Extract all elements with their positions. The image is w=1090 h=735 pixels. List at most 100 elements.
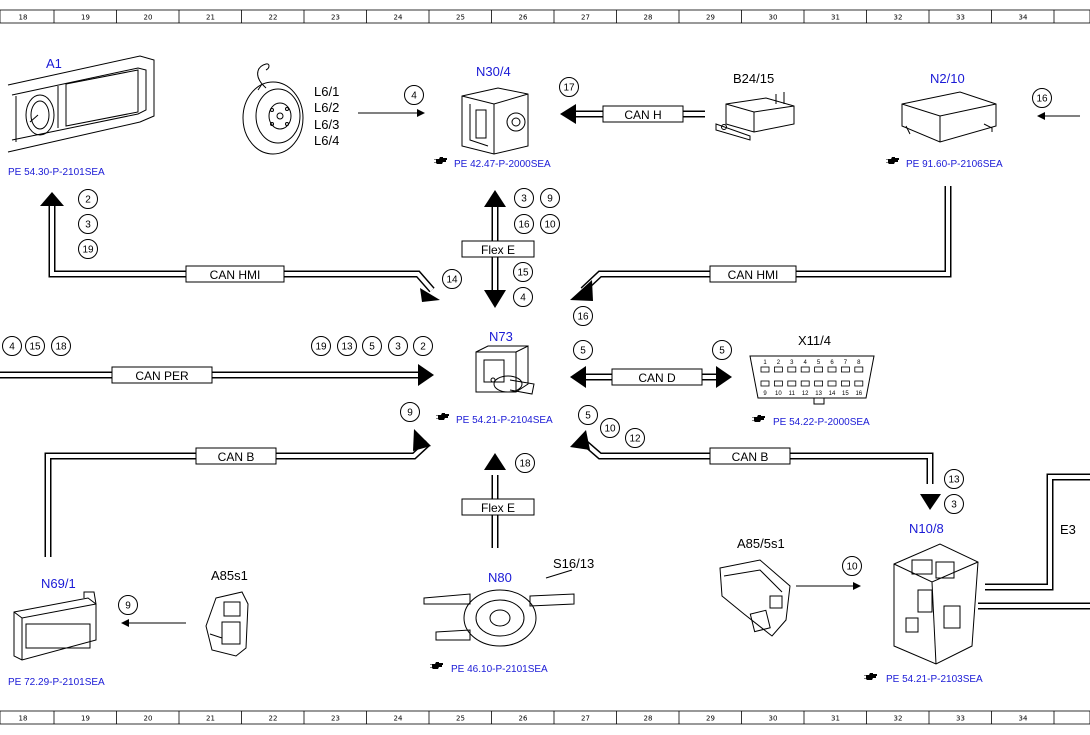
reference-number-circle: 4 — [2, 336, 22, 356]
bus-label-can-b-right: CAN B — [732, 450, 769, 464]
bus-label-can-d: CAN D — [638, 371, 676, 385]
bus-label-flex-e-bottom: Flex E — [481, 501, 515, 515]
svg-text:16: 16 — [1036, 94, 1048, 105]
label-a85s1: A85s1 — [211, 568, 248, 583]
hand-pointer-icon — [886, 157, 899, 164]
bus-label-can-hmi-left: CAN HMI — [210, 268, 261, 282]
svg-text:4: 4 — [411, 91, 417, 102]
obd-pin — [814, 366, 823, 373]
ruler-number: 33 — [956, 715, 965, 723]
label-n80: N80 — [488, 570, 512, 585]
ruler-number: 33 — [956, 14, 965, 22]
obd-pin — [827, 380, 837, 387]
reference-number-circle: 4 — [404, 85, 424, 105]
ruler-number: 21 — [206, 715, 215, 723]
n73-ignition-switch-drawing — [475, 345, 535, 395]
reference-number-circle: 5 — [712, 340, 732, 360]
ruler-number: 31 — [831, 715, 840, 723]
ruler-number: 32 — [894, 715, 903, 723]
label-n30-4: N30/4 — [476, 64, 511, 79]
svg-text:14: 14 — [446, 275, 458, 286]
svg-text:17: 17 — [563, 83, 575, 94]
obd-pin — [760, 380, 770, 387]
hand-pointer-icon — [864, 673, 877, 680]
svg-text:5: 5 — [719, 346, 725, 357]
n2-10-control-unit-drawing — [901, 91, 997, 143]
ruler-number: 20 — [144, 715, 153, 723]
top-ruler — [0, 9, 1090, 24]
label-n2-10: N2/10 — [930, 71, 965, 86]
l6-wheel-speed-sensor-drawing — [242, 63, 304, 155]
b24-15-sensor-drawing — [715, 92, 795, 141]
n69-1-door-module-drawing — [13, 591, 97, 661]
obd-pin-number: 15 — [842, 391, 849, 397]
obd-pin-number: 12 — [802, 391, 809, 397]
ruler-number: 25 — [456, 14, 465, 22]
reference-number-circle: 19 — [311, 336, 331, 356]
a85s1-switch-drawing — [205, 591, 249, 657]
reference-number-circle: 16 — [1032, 88, 1052, 108]
obd-pin-number: 13 — [815, 391, 822, 397]
ruler-number: 31 — [831, 14, 840, 22]
ruler-number: 24 — [394, 715, 403, 723]
svg-text:13: 13 — [341, 342, 353, 353]
ref-a1[interactable]: PE 54.30-P-2101SEA — [8, 167, 105, 178]
ruler-number: 19 — [81, 715, 90, 723]
svg-text:12: 12 — [629, 434, 641, 445]
ruler-number: 25 — [456, 715, 465, 723]
reference-number-circle: 2 — [413, 336, 433, 356]
obd-pin-number: 6 — [830, 360, 834, 366]
svg-text:9: 9 — [547, 194, 553, 205]
ruler-number: 20 — [144, 14, 153, 22]
reference-number-circle: 10 — [540, 214, 560, 234]
bus-label-can-h: CAN H — [624, 108, 661, 122]
ref-n2-10[interactable]: PE 91.60-P-2106SEA — [906, 159, 1003, 170]
label-n73: N73 — [489, 329, 513, 344]
label-l6-1: L6/1 — [314, 84, 339, 99]
label-s16-13: S16/13 — [553, 556, 594, 571]
svg-text:15: 15 — [29, 342, 41, 353]
ruler-number: 26 — [519, 715, 528, 723]
obd-pin-number: 1 — [763, 360, 767, 366]
reference-number-circle: 13 — [944, 469, 964, 489]
ruler-number: 27 — [581, 715, 590, 723]
label-n10-8: N10/8 — [909, 521, 944, 536]
svg-text:3: 3 — [951, 500, 957, 511]
label-b24-15: B24/15 — [733, 71, 774, 86]
obd-pin-number: 11 — [789, 391, 796, 397]
svg-text:16: 16 — [518, 220, 530, 231]
svg-text:9: 9 — [407, 408, 413, 419]
svg-text:2: 2 — [85, 195, 91, 206]
reference-number-circle: 3 — [388, 336, 408, 356]
label-x11-4: X11/4 — [798, 333, 831, 348]
reference-number-circle: 3 — [944, 494, 964, 514]
obd-pin — [760, 366, 770, 373]
hand-pointer-icon — [752, 415, 765, 422]
ref-n73[interactable]: PE 54.21-P-2104SEA — [456, 415, 553, 426]
label-a85-5s1: A85/5s1 — [737, 536, 785, 551]
ruler-number: 23 — [331, 14, 340, 22]
ruler-number: 18 — [19, 715, 28, 723]
ref-x11-4[interactable]: PE 54.22-P-2000SEA — [773, 417, 870, 428]
reference-number-circle: 13 — [337, 336, 357, 356]
ref-n80[interactable]: PE 46.10-P-2101SEA — [451, 664, 548, 675]
ref-n10-8[interactable]: PE 54.21-P-2103SEA — [886, 674, 983, 685]
obd-pin — [800, 380, 810, 387]
ref-n69-1[interactable]: PE 72.29-P-2101SEA — [8, 677, 105, 688]
svg-text:13: 13 — [948, 475, 960, 486]
ruler-number: 32 — [894, 14, 903, 22]
reference-number-circle: 10 — [842, 556, 862, 576]
obd-pin — [827, 366, 837, 373]
reference-number-circle: 9 — [118, 595, 138, 615]
svg-text:4: 4 — [9, 342, 15, 353]
ruler-number: 22 — [269, 14, 278, 22]
obd-pin-number: 5 — [817, 360, 821, 366]
ruler-number: 29 — [706, 14, 715, 22]
ref-n30-4[interactable]: PE 42.47-P-2000SEA — [454, 159, 551, 170]
hand-pointer-icon — [434, 157, 447, 164]
reference-number-circle: 3 — [514, 188, 534, 208]
svg-text:5: 5 — [585, 411, 591, 422]
obd-pin — [774, 380, 783, 387]
ruler-number: 26 — [519, 14, 528, 22]
